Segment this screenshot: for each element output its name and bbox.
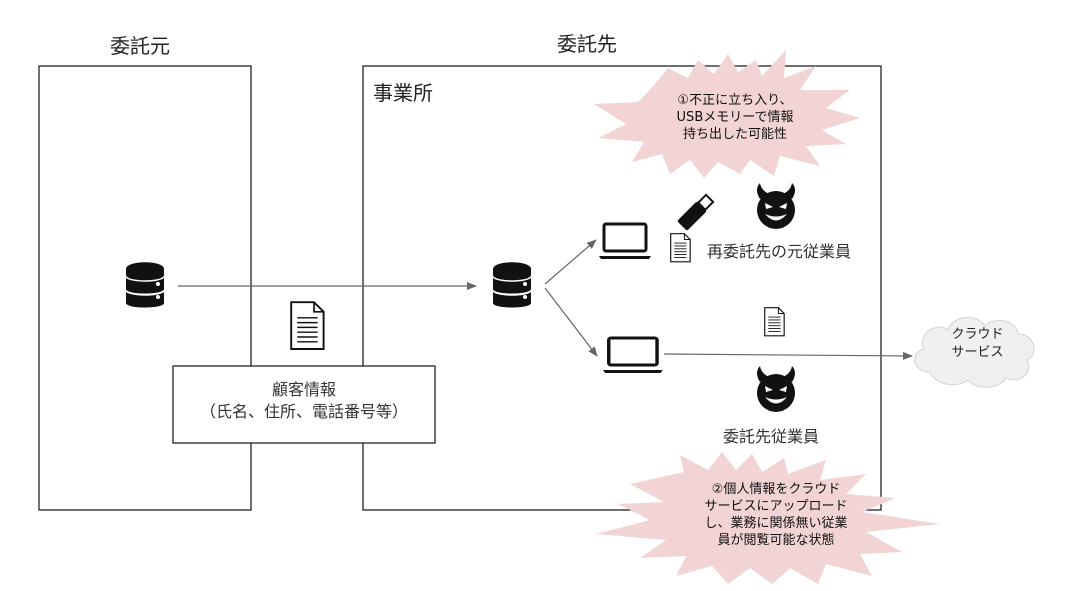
callout-1-line: 持ち出した可能性	[682, 127, 787, 143]
document-icon-usb	[670, 233, 691, 263]
consignee-employee-label: 委託先従業員	[723, 427, 820, 446]
callout-2-line: サービスにアップロード	[704, 499, 848, 515]
callout-2-text: ②個人情報をクラウド サービスにアップロード し、業務に関係無い従業 員が閲覧可…	[678, 481, 874, 550]
callout-2-line: し、業務に関係無い従業	[704, 516, 848, 532]
office-title: 事業所	[373, 81, 433, 105]
callout-1-line: ①不正に立ち入り、	[677, 93, 793, 108]
callout-2-line: 員が閲覧可能な状態	[717, 533, 835, 549]
upload-arrow	[663, 351, 913, 360]
arrow-to-laptop-bottom	[544, 287, 598, 357]
cloud-icon	[914, 316, 1035, 388]
usb-drive-icon	[677, 193, 715, 231]
callout-1-line: USBメモリーで情報	[676, 110, 794, 126]
former-subcontractor-label: 再委託先の元従業員	[707, 242, 852, 261]
document-icon-customer	[290, 301, 325, 350]
customer-info-label: 顧客情報 （氏名、住所、電話番号等）	[173, 379, 435, 422]
database-icon-consignor	[126, 262, 164, 308]
cloud-label-line1: クラウド	[951, 327, 1004, 342]
callout-burst-1	[594, 50, 860, 178]
customer-info-box	[172, 365, 436, 444]
consignor-title: 委託元	[110, 34, 170, 58]
callout-burst-2	[596, 452, 940, 584]
customer-info-line1: 顧客情報	[271, 380, 336, 399]
document-icon-upload	[764, 307, 785, 337]
cloud-label-line2: サービス	[951, 345, 1004, 361]
arrow-to-laptop-top	[544, 239, 597, 285]
callout-1-text: ①不正に立ち入り、 USBメモリーで情報 持ち出した可能性	[655, 92, 815, 143]
cloud-label: クラウド サービス	[925, 326, 1030, 362]
callout-2-line: ②個人情報をクラウド	[711, 482, 841, 497]
consignee-title: 委託先	[557, 32, 617, 56]
customer-info-line2: （氏名、住所、電話番号等）	[199, 401, 408, 421]
database-icon-consignee	[493, 262, 531, 308]
